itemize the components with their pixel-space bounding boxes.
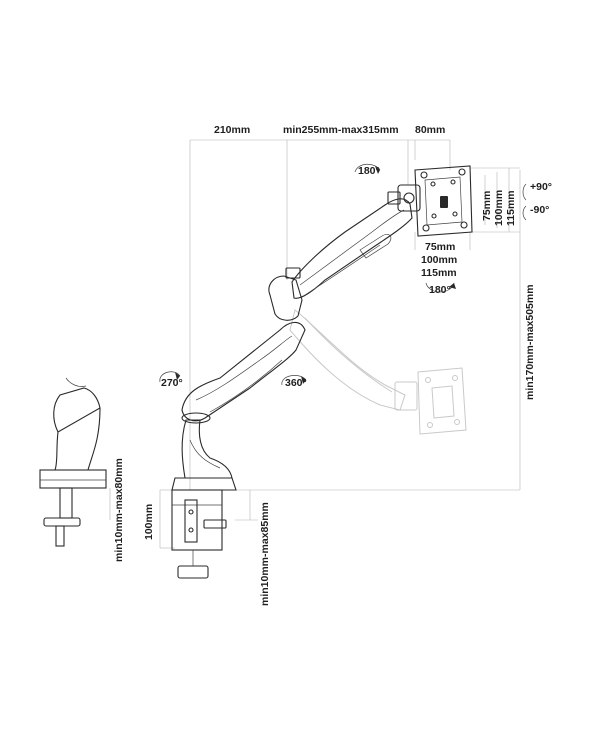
main-arm [181, 184, 421, 479]
clamp-depth-label: 100mm [143, 504, 155, 540]
rotation-arrow-icon [159, 163, 527, 386]
vesa-vertical-75-label: 75mm [481, 191, 493, 221]
joint-rotation-label: 360° [285, 377, 307, 389]
vesa-horizontal-100-label: 100mm [421, 254, 457, 266]
ghost-arm-outline [289, 309, 467, 435]
vesa-horizontal-75-label: 75mm [425, 241, 455, 253]
dimension-lines [109, 139, 521, 549]
desk-clamp [171, 477, 237, 579]
vesa-vertical-115-label: 115mm [505, 190, 517, 226]
head-swivel-top-label: 180° [358, 165, 380, 177]
vesa-plate [414, 165, 473, 237]
grommet-thickness-label: min10mm-max80mm [113, 458, 125, 562]
head-swivel-bottom-label: 180° [429, 284, 451, 296]
clamp-thickness-label: min10mm-max85mm [259, 502, 271, 606]
arm-extension-label: min255mm-max315mm [283, 124, 399, 136]
tilt-up-label: +90° [530, 181, 552, 193]
vesa-vertical-100-label: 100mm [493, 190, 505, 226]
height-range-label: min170mm-max505mm [524, 284, 536, 400]
grommet-mount [39, 377, 107, 547]
head-offset-label: 80mm [415, 124, 445, 136]
base-rotation-label: 270° [161, 377, 183, 389]
arm-reach-label: 210mm [214, 124, 250, 136]
vesa-horizontal-115-label: 115mm [421, 267, 457, 279]
tilt-down-label: -90° [530, 204, 549, 216]
